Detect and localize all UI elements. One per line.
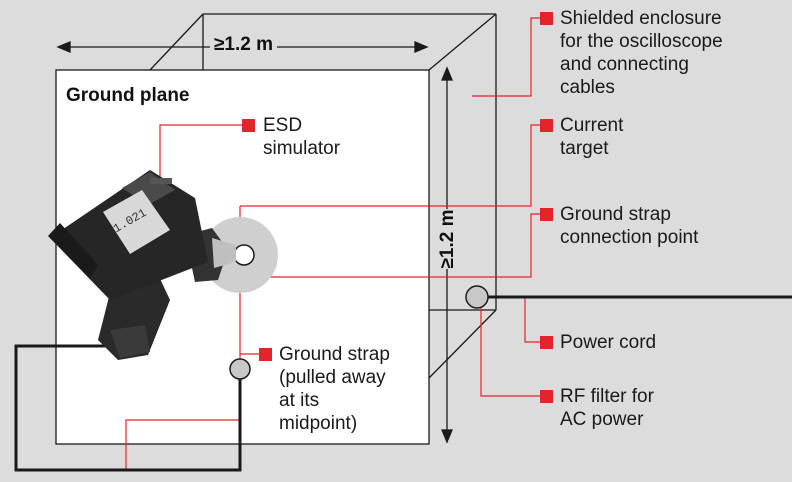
ground-strap-connection-marker xyxy=(540,208,553,221)
ground-strap-connection-label: Ground strap connection point xyxy=(560,204,699,248)
ground-strap-marker xyxy=(259,348,272,361)
shielded-enclosure-marker xyxy=(540,12,553,25)
rf-filter xyxy=(465,285,489,309)
ground-strap-connection-point xyxy=(229,358,251,380)
current-target xyxy=(202,217,278,293)
ground-strap-label: Ground strap (pulled away at its midpoin… xyxy=(279,344,390,434)
shielded-enclosure-box xyxy=(149,13,497,379)
current-target-marker xyxy=(540,119,553,132)
esd-simulator-marker xyxy=(242,119,255,132)
power-cord-marker xyxy=(540,336,553,349)
ground-strap-cable xyxy=(14,344,242,472)
shielded-enclosure-label: Shielded enclosure for the oscilloscope … xyxy=(560,8,723,98)
esd-simulator-label: ESD simulator xyxy=(263,115,341,159)
rf-filter-marker xyxy=(540,390,553,403)
rf-filter-label: RF filter for AC power xyxy=(560,386,654,430)
horizontal-dimension-label: ≥1.2 m xyxy=(210,34,278,56)
esd-simulator xyxy=(48,170,236,360)
ground-plane-title: Ground plane xyxy=(66,85,190,106)
vertical-dimension-label: ≥1.2 m xyxy=(437,209,459,269)
power-cord-label: Power cord xyxy=(560,332,657,353)
current-target-label: Current target xyxy=(560,115,624,159)
